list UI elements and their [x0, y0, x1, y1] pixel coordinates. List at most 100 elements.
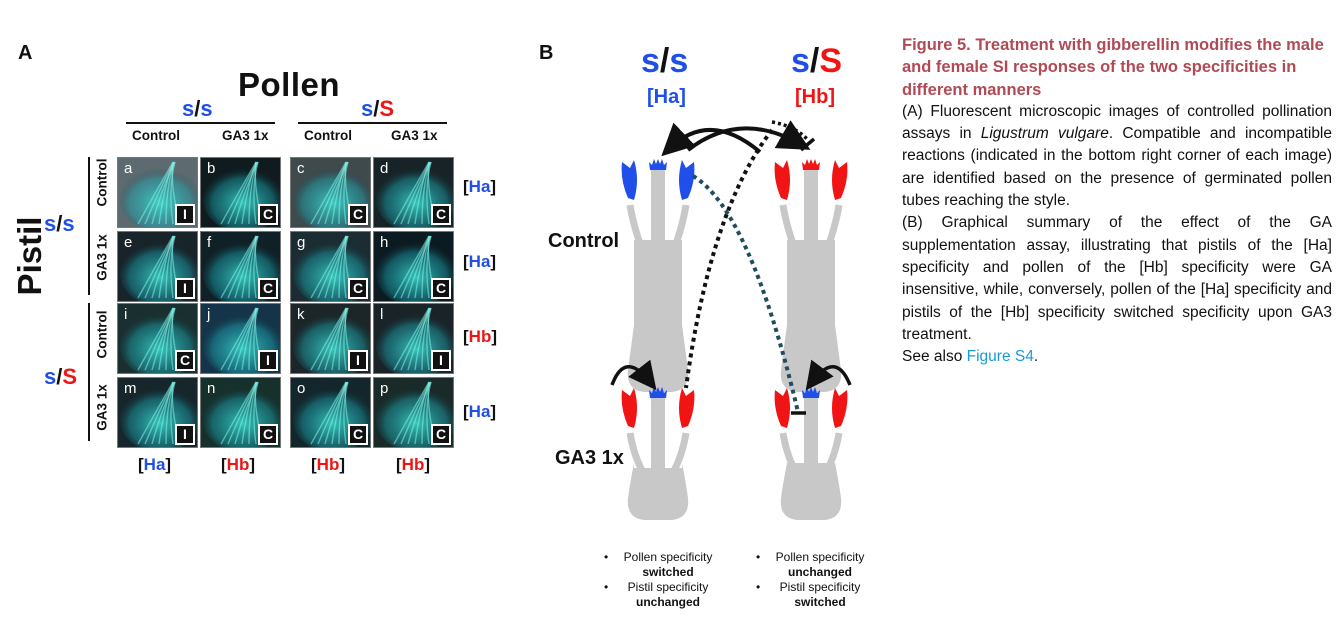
pollen-genotype-ss: s/s — [182, 96, 213, 122]
row-specificity: [Hb] — [463, 327, 497, 347]
caption-text: See also — [902, 348, 967, 366]
summary-line: Pollen specificity — [623, 550, 713, 564]
genotype-sS: s/S — [791, 42, 842, 81]
bullet: • — [756, 550, 761, 564]
reaction-badge: C — [348, 424, 368, 445]
pollen-group-divider — [298, 122, 447, 124]
pollen-group-divider — [126, 122, 275, 124]
arrow-hb-to-ha — [661, 122, 762, 157]
summary-ha: •Pollen specificity switched •Pistil spe… — [604, 550, 718, 610]
anther — [621, 160, 637, 200]
micrograph-label: k — [297, 306, 305, 323]
column-specificity: [Hb] — [311, 455, 345, 475]
micrograph-label: o — [297, 380, 306, 397]
specificity-ha: [Ha] — [647, 86, 686, 108]
caption-text: . Compatible and incompatible reactions … — [902, 125, 1333, 210]
stigma — [649, 159, 667, 170]
micrograph-label: e — [124, 234, 133, 251]
anther — [679, 160, 695, 200]
condition-ga3: GA3 1x — [555, 447, 624, 469]
anther — [774, 388, 790, 428]
row-label: GA3 1x — [94, 234, 110, 281]
bullet: • — [756, 580, 761, 594]
species-name: Ligustrum vulgare — [980, 125, 1109, 143]
allele: S — [62, 364, 78, 389]
caption-text: (A) Fluorescent microscopic images of co… — [902, 102, 1332, 143]
reaction-badge: C — [431, 278, 451, 299]
allele: S — [379, 96, 395, 121]
micrograph-label: l — [380, 306, 384, 323]
flower-ga3-ha — [621, 387, 695, 520]
summary-status: switched — [794, 595, 846, 609]
figure-s4-link[interactable]: Figure S4 — [966, 348, 1034, 366]
see-also: See also Figure S4. — [902, 346, 1332, 368]
panel-a-letter: A — [18, 42, 33, 64]
flower-ga3-hb — [774, 387, 848, 520]
self-arrow-ga3-ha — [610, 359, 657, 391]
bracket: ] — [490, 177, 497, 196]
dotted-arrow-hb-self — [771, 120, 810, 142]
bracket: ] — [165, 455, 172, 474]
bracket: [ — [463, 252, 469, 271]
reaction-badge: I — [258, 350, 278, 371]
bracket: [ — [221, 455, 227, 474]
bracket: [ — [138, 455, 144, 474]
bracket: [ — [396, 455, 402, 474]
allele: s — [182, 96, 195, 121]
genotype-ss: s/s — [641, 42, 688, 81]
bracket: ] — [339, 455, 346, 474]
allele: s — [791, 42, 810, 80]
caption-paragraph-b: (B) Graphical summary of the effect of t… — [902, 214, 1332, 343]
summary-line: Pistil specificity — [627, 580, 709, 594]
bracket: [ — [463, 327, 469, 346]
allele: s — [44, 364, 57, 389]
separator: / — [56, 364, 63, 389]
specificity-name: Ha — [468, 177, 491, 196]
micrograph-label: n — [207, 380, 216, 397]
summary-line: Pollen specificity — [775, 550, 865, 564]
specificity-name: Hb — [226, 455, 250, 474]
arrow-ha-to-hb — [686, 120, 811, 152]
summary-hb: •Pollen specificity unchanged •Pistil sp… — [756, 550, 870, 610]
pistil-group-divider — [88, 303, 90, 441]
bracket: ] — [249, 455, 256, 474]
reaction-badge: I — [348, 350, 368, 371]
separator: / — [373, 96, 380, 121]
row-label: GA3 1x — [94, 384, 110, 431]
micrograph-label: b — [207, 160, 216, 177]
caption-title: Figure 5. Treatment with gibberellin mod… — [902, 36, 1324, 99]
row-specificity: [Ha] — [463, 402, 496, 422]
anther — [832, 160, 848, 200]
micrograph-label: h — [380, 234, 389, 251]
allele: s — [200, 96, 213, 121]
dotted-line-ga3-ha-to-hb — [684, 128, 774, 389]
specificity-name: Hb — [401, 455, 425, 474]
reaction-badge: C — [258, 278, 278, 299]
reaction-badge: C — [431, 424, 451, 445]
separator: / — [56, 211, 63, 236]
reaction-badge: I — [175, 204, 195, 225]
specificity-name: Ha — [143, 455, 166, 474]
bullet: • — [604, 550, 609, 564]
inhibition-bar — [799, 137, 816, 152]
micrograph-label: p — [380, 380, 389, 397]
bracket: ] — [491, 327, 498, 346]
column-specificity: [Hb] — [396, 455, 430, 475]
specificity-name: Hb — [316, 455, 340, 474]
column-header: GA3 1x — [391, 128, 438, 143]
column-header: Control — [132, 128, 180, 143]
specificity-name: Ha — [468, 252, 491, 271]
specificity-hb: [Hb] — [795, 86, 835, 108]
micrograph-label: f — [207, 234, 212, 251]
specificity-name: Ha — [468, 402, 491, 421]
graphical-summary — [610, 120, 852, 520]
summary-line: Pistil specificity — [779, 580, 861, 594]
